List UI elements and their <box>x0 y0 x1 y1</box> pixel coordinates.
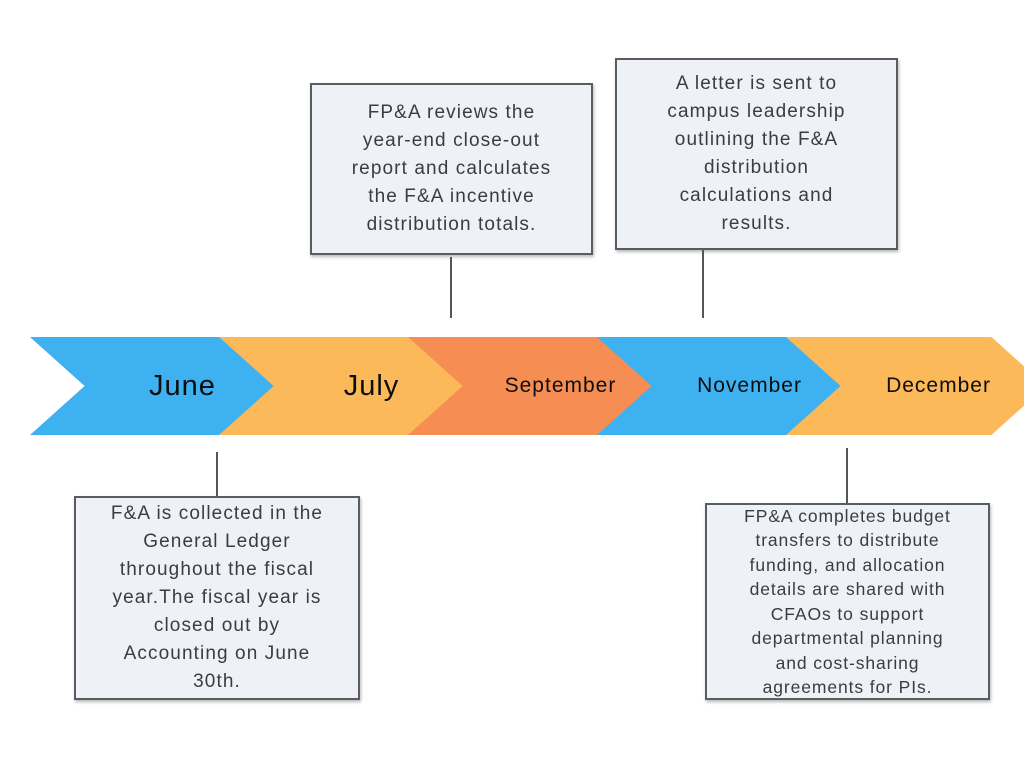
note-box-december: FP&A completes budget transfers to distr… <box>705 503 990 700</box>
note-box-september: FP&A reviews the year-end close-out repo… <box>310 83 593 255</box>
connector-line-september <box>450 257 452 318</box>
note-text-june: F&A is collected in the General Ledger t… <box>110 503 324 692</box>
note-box-june: F&A is collected in the General Ledger t… <box>74 496 360 700</box>
note-text-november: A letter is sent to campus leadership ou… <box>667 73 846 234</box>
month-label-december: December <box>886 374 991 397</box>
connector-line-june <box>216 452 218 496</box>
note-box-november: A letter is sent to campus leadership ou… <box>615 58 898 250</box>
connector-line-november <box>702 250 704 318</box>
month-label-june: June <box>149 369 216 402</box>
month-label-july: July <box>343 369 400 402</box>
month-label-november: November <box>697 374 802 397</box>
note-text-september: FP&A reviews the year-end close-out repo… <box>351 102 552 235</box>
note-text-december: FP&A completes budget transfers to distr… <box>744 505 951 698</box>
month-label-september: September <box>504 374 617 397</box>
connector-line-december <box>846 448 848 503</box>
